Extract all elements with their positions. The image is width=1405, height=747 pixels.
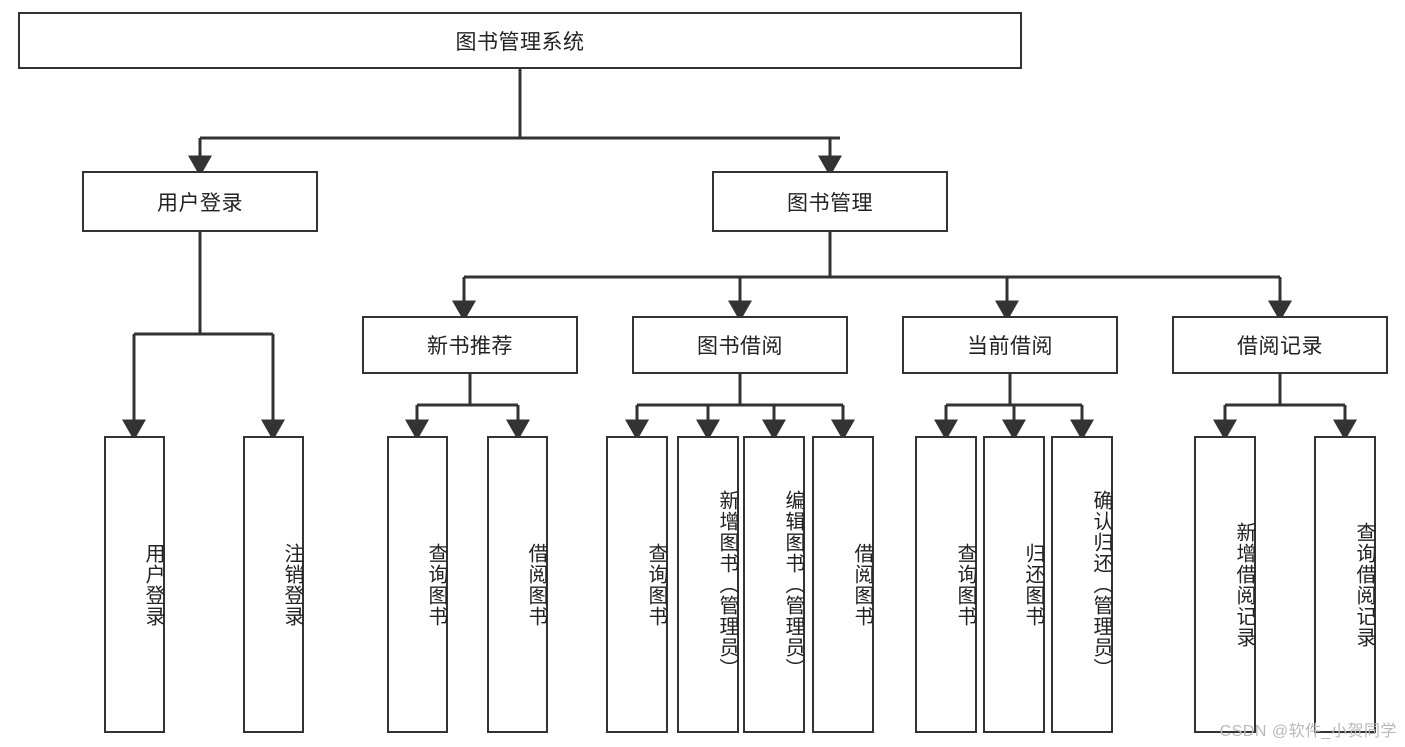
leaf-nb-borrow[interactable]: 借阅图书 xyxy=(487,436,548,733)
leaf-br-add-label: 新增借阅记录 xyxy=(1233,521,1255,648)
node-borrow-record[interactable]: 借阅记录 xyxy=(1172,316,1388,374)
leaf-br-query-label: 查询借阅记录 xyxy=(1353,521,1375,648)
leaf-cb-return-label: 归还图书 xyxy=(1022,542,1044,627)
leaf-cb-confirm[interactable]: 确认归还（管理员） xyxy=(1051,436,1113,733)
leaf-bb-borrow-label: 借阅图书 xyxy=(851,542,873,627)
leaf-bb-edit-label: 编辑图书（管理员） xyxy=(782,490,804,679)
node-user-login-label: 用户登录 xyxy=(157,191,243,215)
node-borrow-record-label: 借阅记录 xyxy=(1237,335,1323,358)
leaf-nb-borrow-label: 借阅图书 xyxy=(525,542,547,627)
leaf-bb-add[interactable]: 新增图书（管理员） xyxy=(677,436,739,733)
node-root-label: 图书管理系统 xyxy=(455,30,585,54)
leaf-nb-query-label: 查询图书 xyxy=(425,542,447,627)
leaf-cb-query-label: 查询图书 xyxy=(954,542,976,627)
node-current-borrow-label: 当前借阅 xyxy=(967,335,1053,358)
leaf-nb-query[interactable]: 查询图书 xyxy=(387,436,448,733)
node-book-manage-label: 图书管理 xyxy=(787,191,873,215)
node-book-borrow[interactable]: 图书借阅 xyxy=(632,316,848,374)
node-book-borrow-label: 图书借阅 xyxy=(697,335,783,358)
node-new-book-rec[interactable]: 新书推荐 xyxy=(362,316,578,374)
leaf-cb-return[interactable]: 归还图书 xyxy=(983,436,1045,733)
leaf-cb-confirm-label: 确认归还（管理员） xyxy=(1090,490,1112,679)
csdn-watermark: CSDN @软件_小贺同学 xyxy=(1219,723,1397,740)
node-current-borrow[interactable]: 当前借阅 xyxy=(902,316,1118,374)
leaf-br-add[interactable]: 新增借阅记录 xyxy=(1194,436,1256,733)
leaf-user-login[interactable]: 用户登录 xyxy=(104,436,165,733)
leaf-cb-query[interactable]: 查询图书 xyxy=(915,436,977,733)
node-new-book-rec-label: 新书推荐 xyxy=(427,335,513,358)
leaf-bb-query[interactable]: 查询图书 xyxy=(606,436,668,733)
leaf-bb-add-label: 新增图书（管理员） xyxy=(716,490,738,679)
leaf-br-query[interactable]: 查询借阅记录 xyxy=(1314,436,1376,733)
leaf-user-logout[interactable]: 注销登录 xyxy=(243,436,304,733)
node-user-login[interactable]: 用户登录 xyxy=(82,171,318,232)
leaf-bb-borrow[interactable]: 借阅图书 xyxy=(812,436,874,733)
leaf-user-login-label: 用户登录 xyxy=(142,542,164,627)
leaf-bb-edit[interactable]: 编辑图书（管理员） xyxy=(743,436,805,733)
node-book-manage[interactable]: 图书管理 xyxy=(712,171,948,232)
node-root[interactable]: 图书管理系统 xyxy=(18,12,1022,69)
leaf-user-logout-label: 注销登录 xyxy=(281,542,303,627)
leaf-bb-query-label: 查询图书 xyxy=(645,542,667,627)
